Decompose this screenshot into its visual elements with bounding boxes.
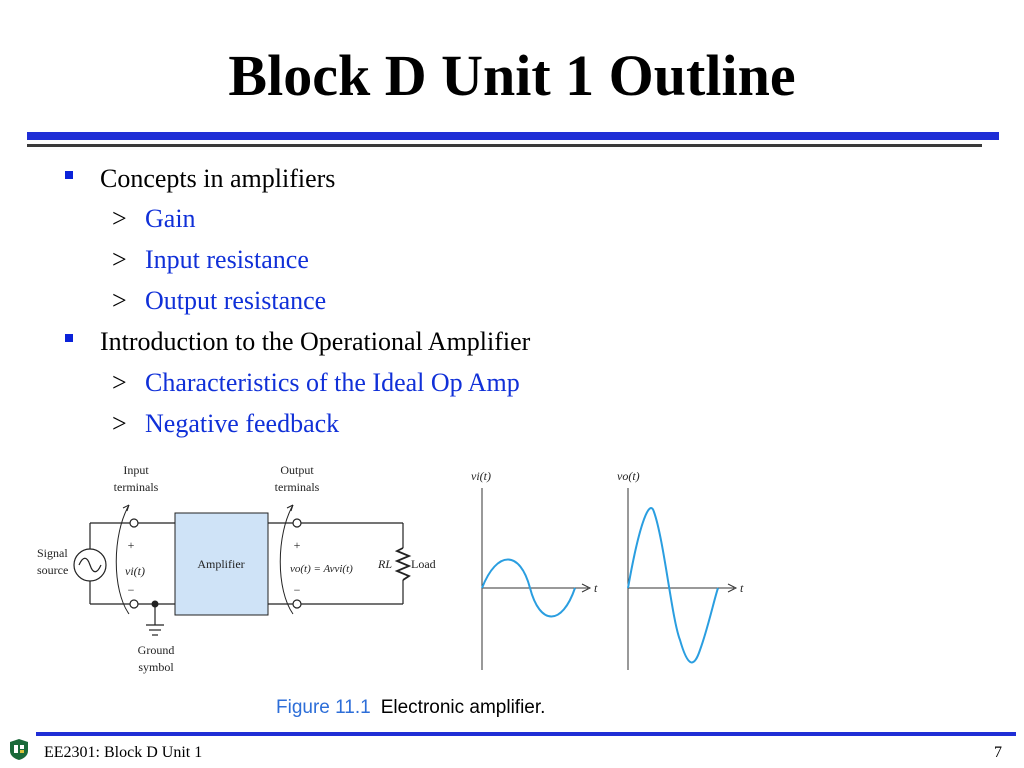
input-graph-ylabel: vi(t)	[471, 469, 491, 483]
figure-caption-number: Figure 11.1	[276, 697, 371, 718]
sub-bullet-output-resistance: >Output resistance	[112, 286, 327, 315]
input-waveform	[481, 558, 576, 618]
sub-bullet-negative-feedback: >Negative feedback	[112, 409, 340, 438]
amplifier-label: Amplifier	[197, 557, 244, 571]
output-graph-xlabel: t	[740, 581, 744, 595]
vo-equation-label: vo(t) = Avvi(t)	[290, 563, 353, 575]
footer-rule	[36, 732, 1016, 736]
square-bullet-icon	[65, 171, 73, 179]
output-plus-label: +	[294, 538, 301, 552]
input-graph-axes	[481, 488, 592, 670]
title-rule-blue	[27, 132, 999, 140]
ground-node	[151, 600, 159, 608]
chevron-right-icon: >	[112, 286, 127, 315]
amplifier-box	[174, 512, 269, 616]
university-logo-icon	[10, 739, 28, 760]
terminals	[129, 518, 302, 609]
ground-symbol-label-2: symbol	[138, 660, 174, 674]
vi-label: vi(t)	[125, 564, 145, 578]
sub-bullet-ideal-op-amp: >Characteristics of the Ideal Op Amp	[112, 368, 520, 397]
load-label: Load	[411, 557, 436, 571]
ground-symbol-label-1: Ground	[138, 643, 175, 657]
square-bullet-icon	[65, 334, 73, 342]
figure-caption-text: Electronic amplifier.	[380, 697, 546, 718]
chevron-right-icon: >	[112, 245, 127, 274]
title-rule-dark	[27, 144, 982, 147]
chevron-right-icon: >	[112, 204, 127, 233]
output-terminals-label-1: Output	[280, 463, 314, 477]
sub-bullet-gain: >Gain	[112, 204, 196, 233]
figure-caption: Figure 11.1 Electronic amplifier.	[276, 697, 545, 719]
input-terminals-label-1: Input	[123, 463, 149, 477]
output-minus-label: −	[294, 583, 301, 597]
sub-bullet-input-resistance: >Input resistance	[112, 245, 309, 274]
circuit-wires	[89, 522, 412, 636]
input-minus-label: −	[128, 583, 135, 597]
input-plus-label: +	[128, 538, 135, 552]
output-graph-ylabel: vo(t)	[617, 469, 640, 483]
amplifier-figure: Input terminals Output terminals Signal …	[0, 450, 1024, 730]
footer-page-number: 7	[994, 744, 1002, 761]
output-graph-axes	[627, 488, 738, 670]
input-graph-xlabel: t	[594, 581, 598, 595]
bullet-list: Concepts in amplifiers >Gain >Input resi…	[65, 164, 530, 438]
amplifier-diagram: Input terminals Output terminals Signal …	[37, 463, 744, 674]
chevron-right-icon: >	[112, 368, 127, 397]
slide-title: Block D Unit 1 Outline	[228, 43, 796, 108]
signal-source-label-2: source	[37, 563, 68, 577]
output-waveform	[627, 506, 719, 664]
signal-source-label-1: Signal	[37, 546, 68, 560]
output-terminals-label-2: terminals	[275, 480, 320, 494]
chevron-right-icon: >	[112, 409, 127, 438]
rl-label: RL	[377, 557, 392, 571]
footer-course-label: EE2301: Block D Unit 1	[44, 744, 203, 761]
input-terminals-label-2: terminals	[114, 480, 159, 494]
